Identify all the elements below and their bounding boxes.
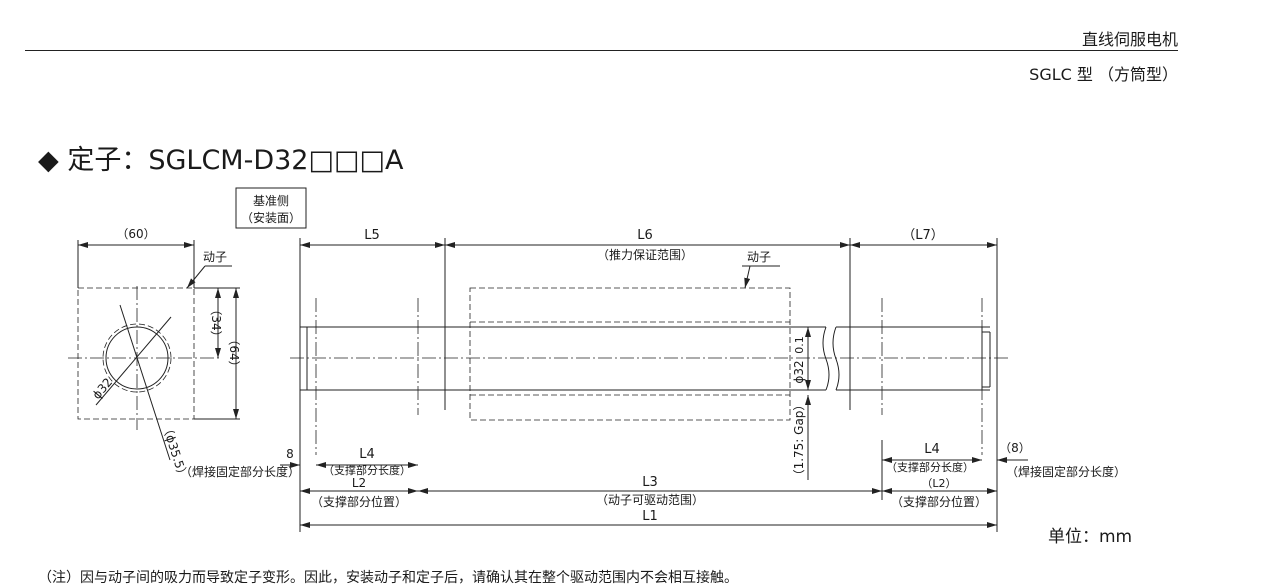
header-divider — [25, 50, 1178, 51]
svg-text:（60）: （60） — [116, 227, 155, 241]
svg-text:动子: 动子 — [747, 250, 771, 264]
footnote: （注）因与动子间的吸力而导致定子变形。因此，安装动子和定子后，请确认其在整个驱动… — [38, 570, 738, 586]
svg-text:（L7）: （L7） — [902, 228, 944, 243]
svg-text:（推力保证范围）: （推力保证范围） — [597, 248, 693, 262]
svg-text:L3: L3 — [642, 475, 658, 490]
svg-text:L1: L1 — [642, 509, 658, 524]
svg-text:L4: L4 — [924, 442, 940, 457]
header-title: 直线伺服电机 — [1081, 30, 1178, 49]
svg-text:（支撑部分位置）: （支撑部分位置） — [311, 494, 407, 509]
svg-text:（支撑部分长度）: （支撑部分长度） — [323, 463, 411, 477]
svg-text:（支撑部分位置）: （支撑部分位置） — [891, 494, 987, 509]
front-view: L5 L6 （推力保证范围） （L7） 动子 ϕ32 0.1 （1.75: Ga… — [180, 228, 1126, 532]
svg-text:（支撑部分长度）: （支撑部分长度） — [886, 460, 974, 474]
section-title: ◆ 定子：SGLCM-D32□□□A — [38, 145, 404, 176]
svg-text:L4: L4 — [359, 447, 375, 462]
svg-text:L5: L5 — [364, 228, 380, 243]
unit-label: 单位：mm — [1048, 527, 1133, 547]
svg-text:L6: L6 — [637, 228, 653, 243]
svg-text:ϕ32: ϕ32 — [792, 360, 806, 383]
svg-text:（1.75: Gap）: （1.75: Gap） — [792, 399, 806, 482]
svg-text:（焊接固定部分长度）: （焊接固定部分长度） — [1006, 464, 1126, 479]
svg-text:动子: 动子 — [203, 250, 227, 264]
svg-text:（L2）: （L2） — [921, 477, 956, 490]
svg-text:ϕ32: ϕ32 — [90, 375, 116, 402]
svg-text:（焊接固定部分长度）: （焊接固定部分长度） — [180, 464, 300, 479]
svg-text:8: 8 — [286, 447, 294, 461]
svg-text:基准侧: 基准侧 — [253, 194, 289, 208]
svg-text:0.1: 0.1 — [793, 336, 806, 354]
svg-text:（动子可驱动范围）: （动子可驱动范围） — [596, 493, 704, 507]
side-view: （60） 动子 （34） （64） ϕ32 （ϕ35.5） — [68, 227, 241, 482]
reference-side-label: 基准侧 （安装面） — [235, 187, 307, 229]
svg-text:（安装面）: （安装面） — [241, 210, 301, 225]
svg-text:（64）: （64） — [227, 333, 241, 372]
svg-text:（8）: （8） — [999, 441, 1031, 455]
header-subtitle: SGLC 型 （方筒型） — [1029, 65, 1178, 84]
svg-text:（34）: （34） — [209, 303, 223, 342]
svg-text:L2: L2 — [352, 476, 366, 490]
